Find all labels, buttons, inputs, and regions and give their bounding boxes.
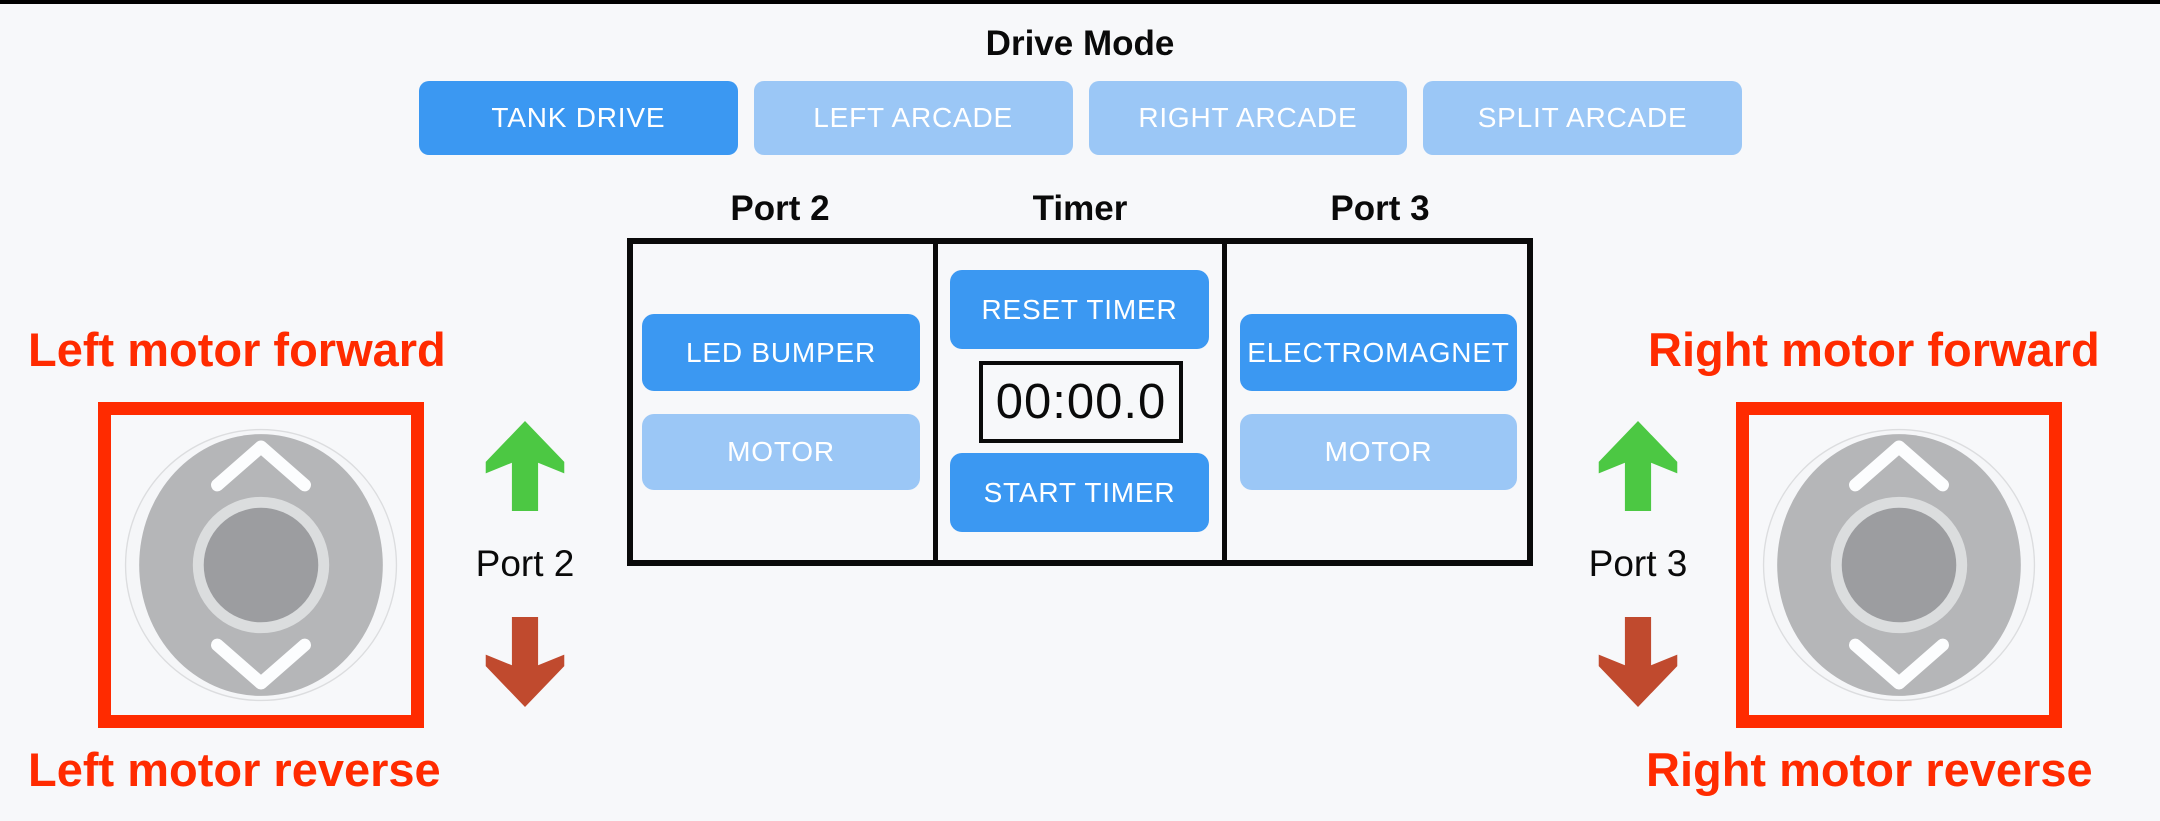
tank-drive-button[interactable]: TANK DRIVE bbox=[419, 81, 738, 155]
green-up-arrow-icon bbox=[485, 421, 565, 511]
port3-column-header: Port 3 bbox=[1330, 189, 1430, 228]
green-up-arrow-icon bbox=[1598, 421, 1678, 511]
chevron-down-icon bbox=[1849, 638, 1949, 690]
top-black-bar bbox=[0, 0, 2160, 4]
right-motor-forward-label: Right motor forward bbox=[1648, 323, 2100, 376]
drive-mode-title: Drive Mode bbox=[985, 24, 1175, 63]
port2-column-header: Port 2 bbox=[730, 189, 830, 228]
left-motor-forward-label: Left motor forward bbox=[28, 323, 446, 376]
red-down-arrow-icon bbox=[1598, 617, 1678, 707]
chevron-down-icon bbox=[211, 638, 311, 690]
port2-arrow-label: Port 2 bbox=[475, 543, 575, 584]
right-arcade-button[interactable]: RIGHT ARCADE bbox=[1088, 81, 1408, 155]
left-motor-reverse-label: Left motor reverse bbox=[28, 743, 441, 796]
split-arcade-button[interactable]: SPLIT ARCADE bbox=[1423, 81, 1742, 155]
joystick-knob[interactable] bbox=[1841, 507, 1957, 623]
left-arcade-button[interactable]: LEFT ARCADE bbox=[753, 81, 1073, 155]
port2-motor-button[interactable]: MOTOR bbox=[642, 414, 920, 490]
right-joystick-graphic bbox=[1762, 428, 2036, 702]
port3-column: ELECTROMAGNET MOTOR bbox=[1227, 244, 1527, 560]
led-bumper-button[interactable]: LED BUMPER bbox=[642, 314, 920, 391]
control-panel-table: LED BUMPER MOTOR RESET TIMER 00:00.0 STA… bbox=[627, 238, 1533, 566]
reset-timer-button[interactable]: RESET TIMER bbox=[950, 270, 1209, 349]
chevron-up-icon bbox=[1849, 440, 1949, 492]
port3-arrow-label: Port 3 bbox=[1588, 543, 1688, 584]
drive-mode-button-group: TANK DRIVE LEFT ARCADE RIGHT ARCADE SPLI… bbox=[419, 81, 1742, 155]
electromagnet-button[interactable]: ELECTROMAGNET bbox=[1240, 314, 1517, 391]
left-joystick-graphic bbox=[124, 428, 398, 702]
red-down-arrow-icon bbox=[485, 617, 565, 707]
timer-column: RESET TIMER 00:00.0 START TIMER bbox=[933, 244, 1227, 560]
joystick-knob[interactable] bbox=[203, 507, 319, 623]
port3-motor-button[interactable]: MOTOR bbox=[1240, 414, 1517, 490]
start-timer-button[interactable]: START TIMER bbox=[950, 453, 1209, 532]
port2-direction-indicator: Port 2 bbox=[450, 421, 600, 707]
timer-display: 00:00.0 bbox=[979, 361, 1183, 443]
timer-column-header: Timer bbox=[1032, 189, 1128, 228]
right-motor-reverse-label: Right motor reverse bbox=[1646, 743, 2093, 796]
left-joystick[interactable] bbox=[98, 402, 424, 728]
right-joystick[interactable] bbox=[1736, 402, 2062, 728]
port2-column: LED BUMPER MOTOR bbox=[633, 244, 933, 560]
port3-direction-indicator: Port 3 bbox=[1563, 421, 1713, 707]
chevron-up-icon bbox=[211, 440, 311, 492]
